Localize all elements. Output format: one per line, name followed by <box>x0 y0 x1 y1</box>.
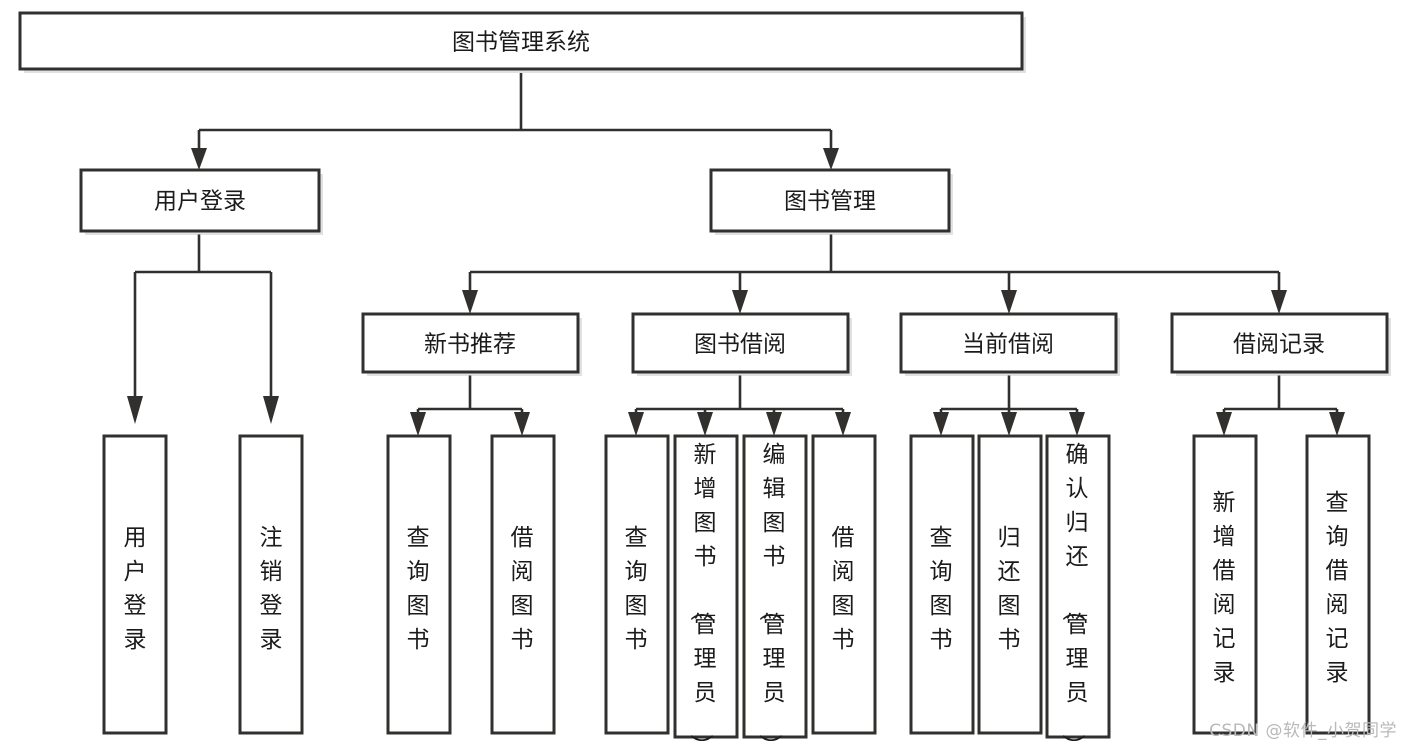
node-login-box[interactable] <box>79 168 321 233</box>
node-leaf-return-book-label: 归还图书 <box>998 525 1021 653</box>
node-leaf-borrow-book-new[interactable]: 借阅图书 <box>490 434 556 735</box>
node-leaf-edit-book-admin[interactable]: 编辑图书（管理员） <box>742 434 808 747</box>
node-login[interactable]: 用户登录 <box>79 168 323 235</box>
node-leaf-search-record[interactable]: 查询借阅记录 <box>1305 434 1371 735</box>
node-leaf-search-book-new[interactable]: 查询图书 <box>386 434 452 735</box>
arrow-l1 <box>127 396 143 424</box>
arrow-bookmgmt <box>823 148 839 170</box>
node-leaf-search-book-new-label: 查询图书 <box>407 525 430 653</box>
arrow-n2 <box>514 412 530 436</box>
arrow-c1 <box>933 412 949 436</box>
node-leaf-borrow-book-new-label: 借阅图书 <box>511 525 534 653</box>
node-leaf-add-book-admin-box[interactable] <box>673 434 739 739</box>
node-leaf-search-book-borrow-box[interactable] <box>604 434 670 735</box>
arrow-c3 <box>1069 412 1085 436</box>
arrow-r2 <box>1329 412 1345 436</box>
node-newbook-label: 新书推荐 <box>424 332 516 358</box>
node-leaf-borrow-book[interactable]: 借阅图书 <box>811 434 877 735</box>
node-leaf-logout-box[interactable] <box>238 434 304 735</box>
node-leaf-logout-label: 注销登录 <box>260 525 283 653</box>
arrow-n1 <box>410 412 426 436</box>
node-leaf-borrow-book-label: 借阅图书 <box>832 525 855 653</box>
node-leaf-user-login-box[interactable] <box>102 434 168 735</box>
node-leaf-logout[interactable]: 注销登录 <box>238 434 304 735</box>
node-current-box[interactable] <box>899 312 1118 374</box>
node-root-label: 图书管理系统 <box>452 30 590 56</box>
node-borrow-label: 图书借阅 <box>694 332 786 358</box>
arrow-l2 <box>263 396 279 424</box>
arrow-newbook <box>462 290 478 314</box>
watermark-label: CSDN @软件_小贺同学 <box>1209 721 1397 741</box>
node-login-label: 用户登录 <box>154 189 246 215</box>
node-leaf-search-record-box[interactable] <box>1305 434 1371 735</box>
arrow-records <box>1271 290 1287 314</box>
node-leaf-search-book-new-box[interactable] <box>386 434 452 735</box>
node-leaf-search-book-current[interactable]: 查询图书 <box>909 434 975 735</box>
arrow-r1 <box>1216 412 1232 436</box>
arrow-b4 <box>835 412 851 436</box>
node-borrow-box[interactable] <box>631 312 850 374</box>
node-records[interactable]: 借阅记录 <box>1170 312 1391 376</box>
node-leaf-user-login-label: 用户登录 <box>124 525 147 653</box>
arrow-b1 <box>628 412 644 436</box>
node-bookmgmt[interactable]: 图书管理 <box>709 168 953 235</box>
node-records-box[interactable] <box>1170 312 1389 374</box>
arrow-b2 <box>697 412 713 436</box>
node-bookmgmt-box[interactable] <box>709 168 951 233</box>
node-leaf-search-book-borrow[interactable]: 查询图书 <box>604 434 670 735</box>
node-leaf-add-record-box[interactable] <box>1192 434 1258 735</box>
node-current-label: 当前借阅 <box>962 332 1054 358</box>
node-leaf-return-book-box[interactable] <box>977 434 1043 735</box>
node-newbook[interactable]: 新书推荐 <box>361 312 582 376</box>
connector-group <box>127 73 1345 436</box>
node-leaf-borrow-book-new-box[interactable] <box>490 434 556 735</box>
node-root[interactable]: 图书管理系统 <box>18 11 1026 73</box>
node-bookmgmt-label: 图书管理 <box>784 189 876 215</box>
node-leaf-add-record-label: 新增借阅记录 <box>1213 490 1236 686</box>
node-leaf-search-book-current-box[interactable] <box>909 434 975 735</box>
node-leaf-add-book-admin-label: 新增图书（管理员） <box>688 442 717 747</box>
node-leaf-edit-book-admin-label: 编辑图书（管理员） <box>757 442 786 747</box>
arrow-login <box>191 148 207 170</box>
node-leaf-add-record[interactable]: 新增借阅记录 <box>1192 434 1258 735</box>
arrow-current <box>1001 290 1017 314</box>
node-leaf-return-book[interactable]: 归还图书 <box>977 434 1043 735</box>
node-records-label: 借阅记录 <box>1233 332 1325 358</box>
node-current[interactable]: 当前借阅 <box>899 312 1120 376</box>
node-leaf-search-book-borrow-label: 查询图书 <box>625 525 648 653</box>
node-leaf-confirm-return-admin-box[interactable] <box>1045 434 1111 739</box>
node-root-box[interactable] <box>18 11 1024 71</box>
node-leaf-confirm-return-admin-label: 确认归还（管理员） <box>1060 442 1089 747</box>
arrow-c2 <box>1001 412 1017 436</box>
node-borrow[interactable]: 图书借阅 <box>631 312 852 376</box>
arrow-b3 <box>766 412 782 436</box>
node-newbook-box[interactable] <box>361 312 580 374</box>
node-leaf-confirm-return-admin[interactable]: 确认归还（管理员） <box>1045 434 1111 747</box>
node-leaf-add-book-admin[interactable]: 新增图书（管理员） <box>673 434 739 747</box>
node-leaf-borrow-book-box[interactable] <box>811 434 877 735</box>
node-leaf-search-book-current-label: 查询图书 <box>930 525 953 653</box>
node-leaf-search-record-label: 查询借阅记录 <box>1326 490 1349 686</box>
arrow-borrow <box>732 290 748 314</box>
node-leaf-user-login[interactable]: 用户登录 <box>102 434 168 735</box>
node-leaf-edit-book-admin-box[interactable] <box>742 434 808 739</box>
